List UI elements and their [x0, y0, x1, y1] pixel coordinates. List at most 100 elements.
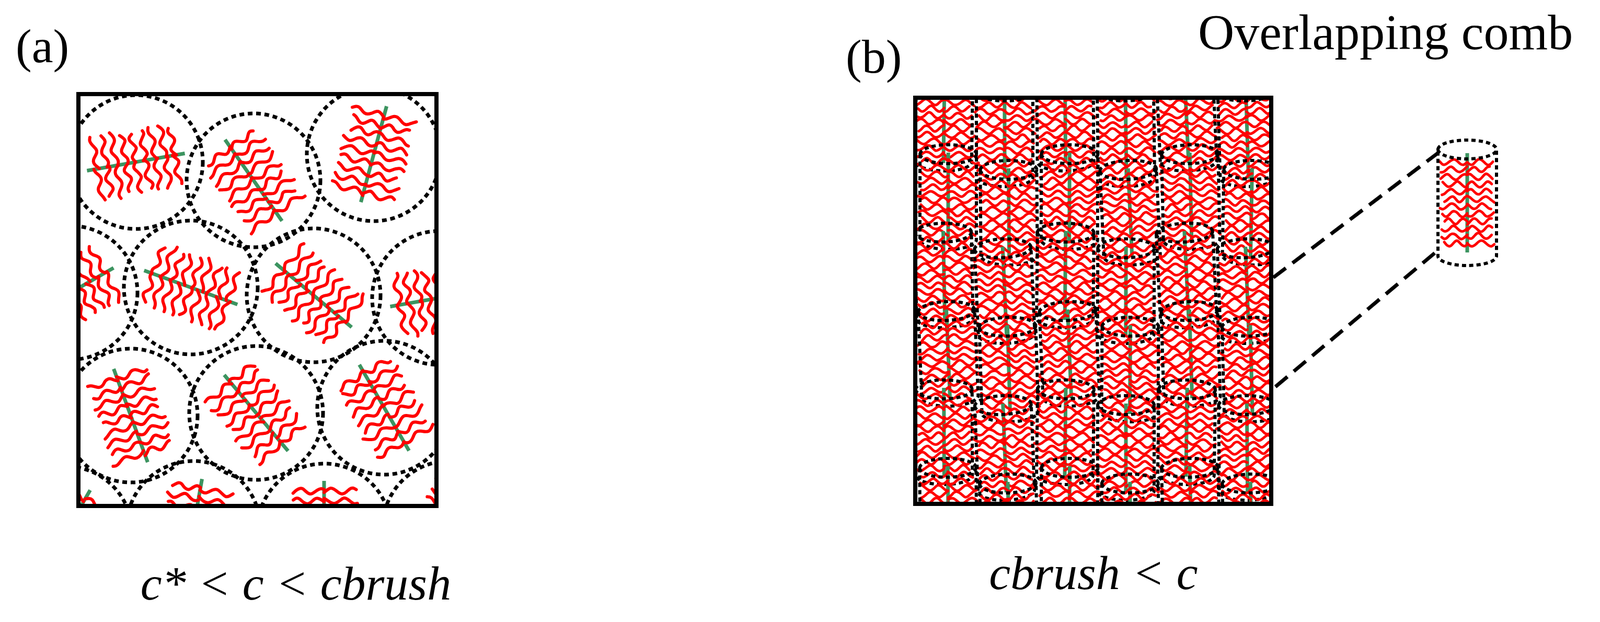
- side-chain: [257, 169, 284, 191]
- side-chain: [1440, 203, 1468, 210]
- side-chain: [1246, 107, 1272, 115]
- side-chain: [1069, 164, 1096, 171]
- side-chain: [1097, 265, 1126, 272]
- side-chain: [1040, 485, 1070, 491]
- side-chain: [407, 302, 419, 338]
- side-chain: [1099, 166, 1127, 174]
- side-chain: [922, 321, 948, 329]
- side-chain: [1246, 258, 1272, 266]
- side-chain: [974, 258, 1004, 266]
- comb-outline: [915, 97, 973, 172]
- side-chain: [232, 410, 258, 433]
- side-chain: [1130, 376, 1159, 383]
- side-chain: [263, 175, 295, 200]
- side-chain: [1246, 101, 1272, 108]
- side-chain: [944, 413, 971, 420]
- side-chain: [944, 400, 973, 406]
- side-chain: [1096, 258, 1126, 265]
- side-chain: [974, 108, 1005, 115]
- side-chain: [1250, 343, 1272, 350]
- side-chain: [156, 124, 168, 158]
- side-chain: [948, 171, 974, 178]
- comb-outline: [1036, 222, 1095, 328]
- side-chain: [1004, 115, 1034, 121]
- side-chain: [981, 376, 1010, 384]
- side-chain: [1222, 186, 1252, 193]
- comb-polymer: [78, 474, 120, 506]
- side-chain: [1125, 154, 1151, 161]
- side-chain: [1005, 459, 1033, 467]
- side-chain: [1007, 336, 1036, 343]
- side-chain: [1097, 461, 1126, 467]
- side-chain: [918, 445, 945, 452]
- side-chain: [1225, 219, 1251, 226]
- side-chain: [137, 130, 149, 161]
- side-chain: [1128, 179, 1155, 187]
- side-chain: [948, 164, 979, 171]
- side-chain: [921, 334, 948, 342]
- label-holder: (b): [845, 31, 902, 83]
- side-chain: [974, 448, 1006, 456]
- side-chain: [1225, 192, 1252, 199]
- side-chain: [1250, 336, 1272, 343]
- side-chain: [1100, 428, 1126, 435]
- comb-polymer: [1034, 97, 1097, 164]
- side-chain: [1008, 199, 1037, 206]
- side-chain: [1161, 360, 1192, 368]
- side-chain: [1467, 159, 1493, 166]
- side-chain: [943, 255, 973, 262]
- side-chain: [982, 199, 1009, 206]
- side-chain: [916, 118, 945, 125]
- side-chain: [948, 184, 976, 190]
- side-chain: [915, 406, 945, 412]
- side-chain: [1250, 356, 1272, 363]
- side-chain: [1043, 164, 1070, 171]
- side-chain: [1129, 205, 1156, 213]
- side-chain: [273, 413, 301, 439]
- side-chain: [1037, 288, 1066, 295]
- comb-polymer: [254, 237, 374, 353]
- side-chain: [1219, 141, 1248, 148]
- comb-outline: [1036, 379, 1095, 485]
- side-chain: [917, 341, 949, 348]
- side-chain: [1039, 295, 1066, 302]
- side-chain: [1037, 445, 1066, 452]
- side-chain: [1218, 416, 1248, 422]
- comb-polymer: [974, 97, 1035, 179]
- pervaded-volume: [123, 220, 258, 355]
- side-chain: [1004, 277, 1033, 285]
- side-chain: [918, 348, 949, 355]
- side-chain: [1187, 400, 1215, 406]
- comb-polymer: [1219, 167, 1272, 258]
- side-chain: [1065, 111, 1097, 119]
- side-chain: [1217, 278, 1247, 285]
- comb-polymer: [1099, 325, 1161, 415]
- side-chain: [1224, 343, 1251, 351]
- side-chain: [339, 152, 372, 167]
- side-chain: [1096, 279, 1126, 285]
- side-chain: [1440, 159, 1468, 165]
- side-chain: [1067, 319, 1093, 328]
- side-chain: [301, 299, 324, 325]
- side-chain: [1190, 164, 1218, 171]
- side-chain: [944, 99, 975, 106]
- side-chain: [147, 126, 159, 159]
- side-chain: [918, 361, 949, 368]
- side-chain: [948, 190, 977, 197]
- side-chain: [337, 370, 366, 391]
- overlapping-panel: [915, 97, 1272, 504]
- side-chain: [1187, 288, 1215, 295]
- side-chain: [1187, 406, 1217, 413]
- side-chain: [1069, 366, 1096, 374]
- side-chain: [1069, 183, 1098, 191]
- side-chain: [1159, 256, 1187, 264]
- side-chain: [1190, 177, 1217, 184]
- side-chain: [204, 380, 233, 406]
- side-chain: [1004, 283, 1035, 291]
- pervaded-volume: [186, 113, 321, 248]
- side-chain: [1004, 433, 1030, 441]
- side-chain: [1125, 415, 1155, 422]
- side-chain: [922, 485, 948, 492]
- side-chain: [1101, 356, 1131, 363]
- side-chain: [948, 178, 979, 184]
